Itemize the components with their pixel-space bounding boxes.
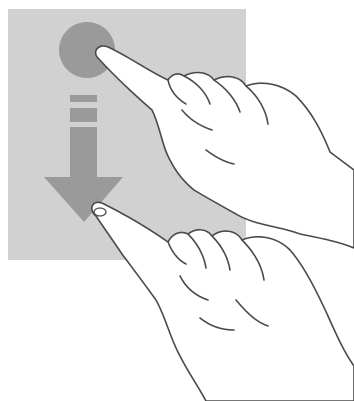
fingertip-contact [94, 208, 106, 216]
